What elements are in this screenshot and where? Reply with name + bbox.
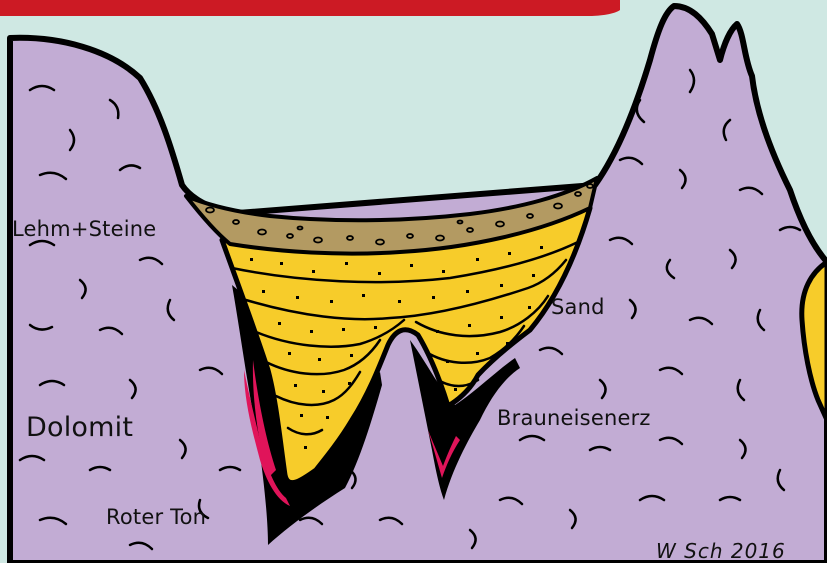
label-lehm-steine: Lehm+Steine xyxy=(12,217,156,241)
signature: W Sch 2016 xyxy=(656,539,786,563)
label-brauneisenerz: Brauneisenerz xyxy=(497,406,651,430)
top-banner xyxy=(0,0,620,16)
label-roter-ton: Roter Ton xyxy=(106,505,206,529)
label-dolomit: Dolomit xyxy=(26,412,133,443)
label-sand: Sand xyxy=(551,295,605,319)
